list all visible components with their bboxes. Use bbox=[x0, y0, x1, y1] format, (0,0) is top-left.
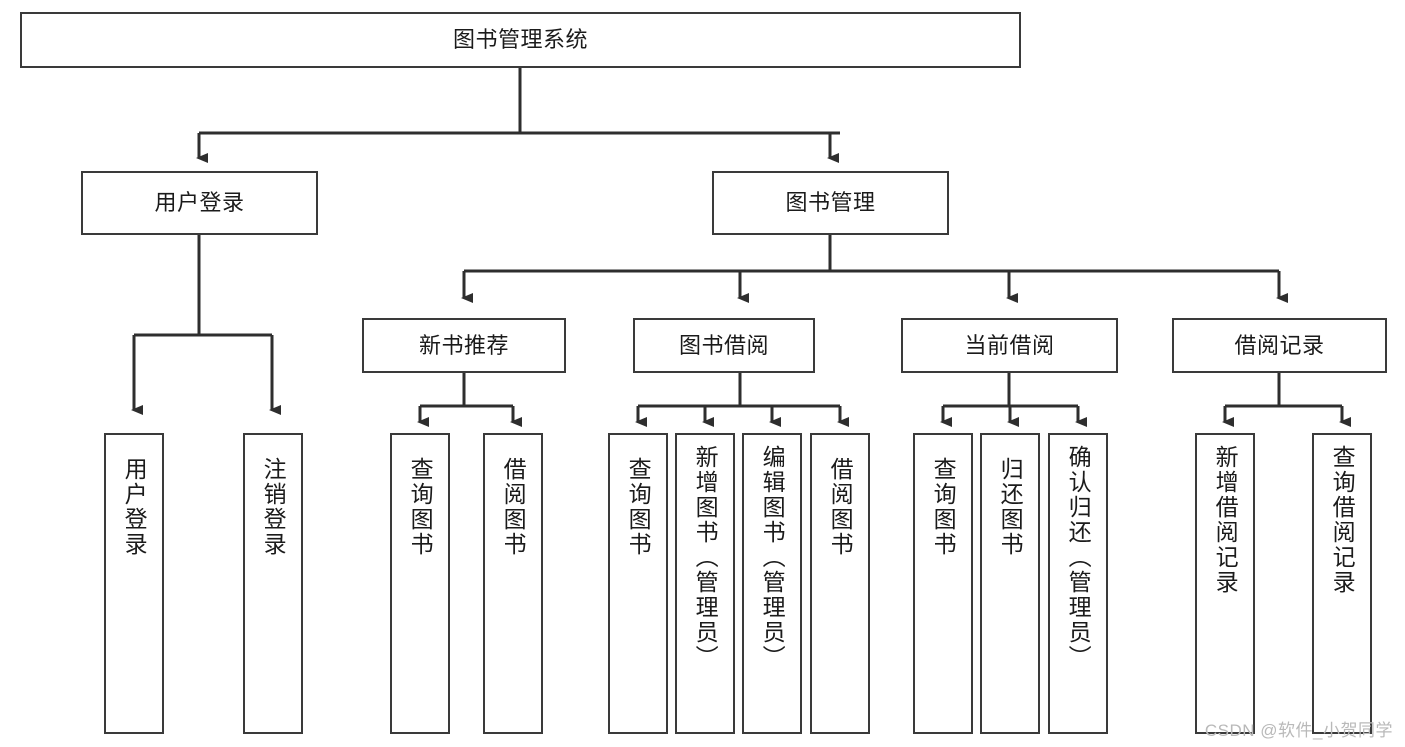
node-label: 图书管理 bbox=[785, 190, 876, 216]
node-label: 查询图书 bbox=[407, 457, 434, 557]
node-label: 用户登录 bbox=[121, 457, 148, 557]
node-current-borrow[interactable]: 当前借阅 bbox=[901, 318, 1118, 373]
leaf-book-borrow-add[interactable]: 新增图书（管理员） bbox=[675, 433, 735, 734]
leaf-book-borrow-borrow[interactable]: 借阅图书 bbox=[810, 433, 870, 734]
node-user-login[interactable]: 用户登录 bbox=[81, 171, 318, 235]
leaf-book-borrow-query[interactable]: 查询图书 bbox=[608, 433, 668, 734]
node-new-book-recommend[interactable]: 新书推荐 bbox=[362, 318, 566, 373]
leaf-user-login-logout[interactable]: 注销登录 bbox=[243, 433, 303, 734]
leaf-current-borrow-return[interactable]: 归还图书 bbox=[980, 433, 1040, 734]
leaf-current-borrow-confirm-return[interactable]: 确认归还（管理员） bbox=[1048, 433, 1108, 734]
node-label: 新增图书（管理员） bbox=[692, 445, 719, 670]
node-book-management[interactable]: 图书管理 bbox=[712, 171, 949, 235]
node-label: 借阅图书 bbox=[827, 457, 854, 557]
node-root-system[interactable]: 图书管理系统 bbox=[20, 12, 1021, 68]
node-label: 查询图书 bbox=[625, 457, 652, 557]
leaf-current-borrow-query[interactable]: 查询图书 bbox=[913, 433, 973, 734]
node-label: 新书推荐 bbox=[418, 332, 509, 358]
node-borrow-record[interactable]: 借阅记录 bbox=[1172, 318, 1387, 373]
watermark-text: CSDN @软件_小贺同学 bbox=[1204, 721, 1393, 740]
leaf-borrow-record-query[interactable]: 查询借阅记录 bbox=[1312, 433, 1372, 734]
node-label: 编辑图书（管理员） bbox=[759, 445, 786, 670]
node-label: 当前借阅 bbox=[964, 332, 1055, 358]
node-label: 查询借阅记录 bbox=[1329, 445, 1356, 595]
leaf-borrow-record-add[interactable]: 新增借阅记录 bbox=[1195, 433, 1255, 734]
leaf-new-book-borrow[interactable]: 借阅图书 bbox=[483, 433, 543, 734]
node-label: 图书借阅 bbox=[678, 332, 769, 358]
node-label: 图书管理系统 bbox=[452, 27, 588, 53]
node-book-borrow[interactable]: 图书借阅 bbox=[633, 318, 815, 373]
node-label: 用户登录 bbox=[154, 190, 245, 216]
leaf-book-borrow-edit[interactable]: 编辑图书（管理员） bbox=[742, 433, 802, 734]
node-label: 归还图书 bbox=[997, 457, 1024, 557]
node-label: 查询图书 bbox=[930, 457, 957, 557]
node-label: 注销登录 bbox=[260, 457, 287, 557]
node-label: 确认归还（管理员） bbox=[1065, 445, 1092, 670]
leaf-user-login-login[interactable]: 用户登录 bbox=[104, 433, 164, 734]
leaf-new-book-query[interactable]: 查询图书 bbox=[390, 433, 450, 734]
node-label: 借阅图书 bbox=[500, 457, 527, 557]
node-label: 借阅记录 bbox=[1234, 332, 1325, 358]
node-label: 新增借阅记录 bbox=[1212, 445, 1239, 595]
